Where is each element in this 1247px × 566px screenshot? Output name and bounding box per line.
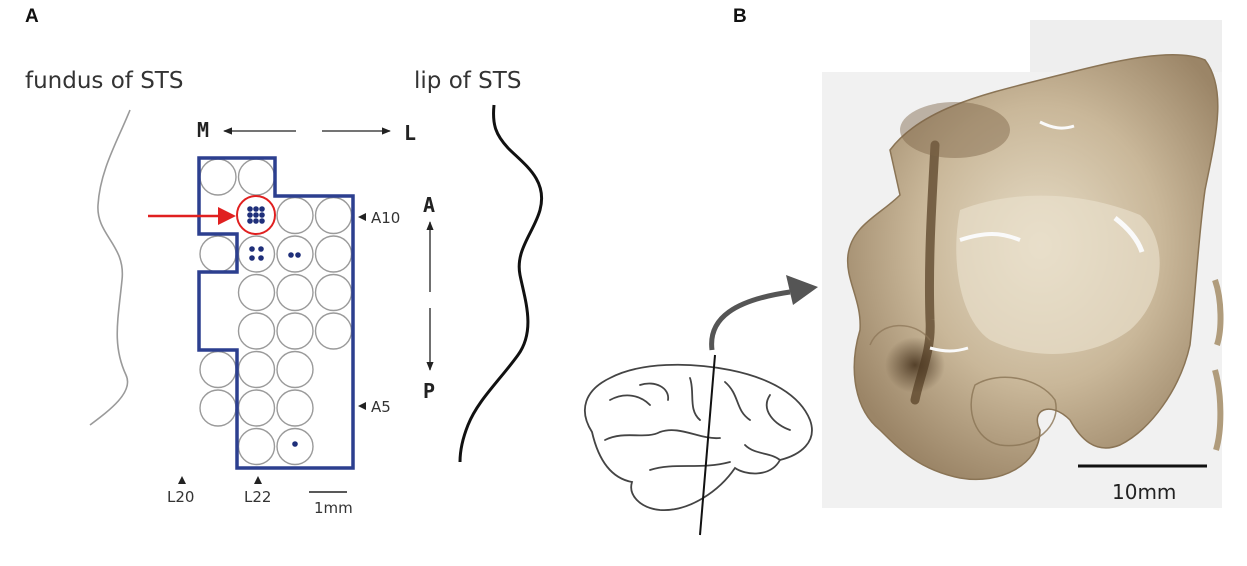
lateral-brain-drawing xyxy=(583,363,813,511)
recording-site-circle xyxy=(199,350,237,389)
curved-arrow-head xyxy=(786,275,818,305)
anterior-label: A xyxy=(423,193,435,217)
recording-region-outline xyxy=(197,156,355,470)
neuron-dot xyxy=(258,246,264,252)
fundus-of-sts-label: fundus of STS xyxy=(25,68,183,94)
neuron-dot xyxy=(247,212,253,218)
a10-tick xyxy=(358,213,366,221)
lip-of-sts-label: lip of STS xyxy=(414,68,521,94)
recording-site-circle xyxy=(237,312,276,350)
l20-tick xyxy=(178,476,186,484)
recording-site-grid xyxy=(199,158,353,466)
a5-label: A5 xyxy=(371,398,391,416)
lateral-label: L xyxy=(404,121,416,145)
recording-site-circle xyxy=(237,350,276,389)
recording-site-circle xyxy=(276,273,314,312)
posterior-label: P xyxy=(423,379,435,403)
neuron-dot xyxy=(295,252,301,258)
recording-site-circle xyxy=(199,389,237,427)
scale-label-10mm: 10mm xyxy=(1112,480,1176,504)
l22-label: L22 xyxy=(244,488,271,506)
l22-tick xyxy=(254,476,262,484)
neuron-dots xyxy=(247,206,301,447)
panel-letter-b: B xyxy=(733,6,747,27)
scale-label-1mm: 1mm xyxy=(314,499,353,517)
neuron-dot xyxy=(292,441,298,447)
recording-site-circle xyxy=(276,312,314,350)
neuron-dot xyxy=(258,255,264,261)
recording-site-circle xyxy=(314,312,353,350)
neuron-dot xyxy=(253,218,259,224)
lip-of-sts-line xyxy=(458,104,544,463)
highlighted-site-circle xyxy=(236,195,276,235)
neuron-dot xyxy=(259,212,265,218)
fundus-of-sts-line xyxy=(89,109,131,426)
neuron-dot xyxy=(259,218,265,224)
recording-site-circle xyxy=(237,235,276,273)
recording-site-circle xyxy=(199,235,237,273)
neuron-dot xyxy=(259,206,265,212)
panel-letter-a: A xyxy=(25,6,39,27)
neuron-dot xyxy=(247,206,253,212)
medial-label: M xyxy=(197,118,209,142)
brain-section-photo xyxy=(846,54,1224,480)
recording-site-circle xyxy=(276,350,314,389)
recording-site-circle xyxy=(237,389,276,427)
recording-site-circle xyxy=(276,196,314,235)
neuron-dot xyxy=(247,218,253,224)
neuron-dot xyxy=(253,212,259,218)
section-plane-line xyxy=(699,354,716,536)
recording-site-circle xyxy=(237,158,276,196)
curved-arrow-shaft xyxy=(709,289,791,351)
recording-site-circle xyxy=(276,427,314,466)
recording-site-circle xyxy=(314,235,353,273)
recording-site-circle xyxy=(237,427,276,466)
neuron-dot xyxy=(253,206,259,212)
neuron-dot xyxy=(249,255,255,261)
neuron-dot xyxy=(249,246,255,252)
recording-site-circle xyxy=(199,158,237,196)
recording-site-circle xyxy=(276,389,314,427)
recording-site-circle xyxy=(314,273,353,312)
red-arrow-head xyxy=(218,207,236,225)
a10-label: A10 xyxy=(371,209,400,227)
recording-site-circle xyxy=(237,273,276,312)
recording-site-circle xyxy=(276,235,314,273)
l20-label: L20 xyxy=(167,488,194,506)
a5-tick xyxy=(358,402,366,410)
neuron-dot xyxy=(288,252,294,258)
recording-site-circle xyxy=(314,196,353,235)
